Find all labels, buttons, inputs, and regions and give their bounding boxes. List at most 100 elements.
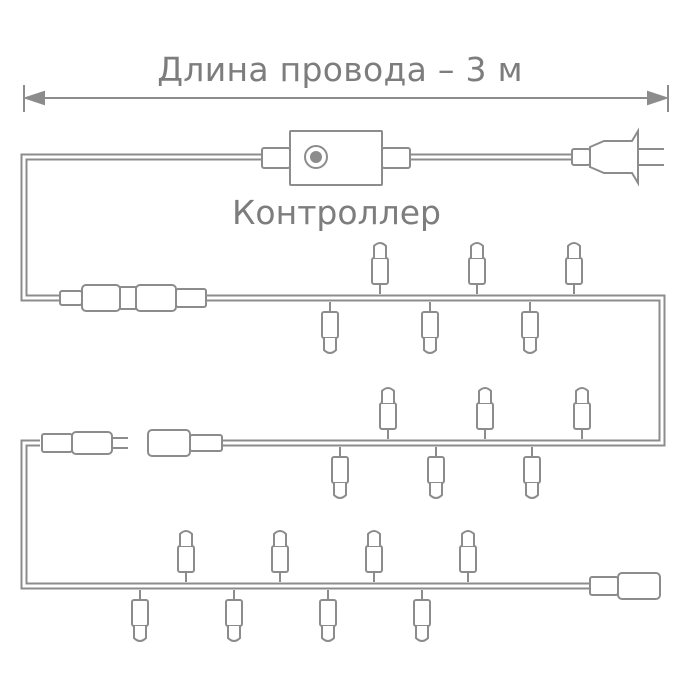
bulb-row1-down-2 bbox=[421, 302, 439, 354]
bulb-row1-down-3-socket bbox=[521, 311, 539, 339]
bulb-row2-up-3-socket bbox=[573, 402, 591, 430]
connector-row1-tail bbox=[59, 290, 83, 306]
controller-button-core bbox=[310, 151, 322, 163]
wire-controller-to-row1 bbox=[20, 153, 262, 302]
bulb-row2-up-1-lens bbox=[381, 387, 395, 403]
bulb-row2-up-1-socket bbox=[379, 402, 397, 430]
wire-controller-to-row1-inner bbox=[22, 155, 262, 300]
controller-label: Контроллер bbox=[232, 193, 441, 232]
connector-row1-female bbox=[135, 284, 177, 312]
bulb-row2-down-3-socket bbox=[523, 456, 541, 484]
bulb-row3-down-4-lens bbox=[415, 626, 429, 642]
bulb-row2-down-1 bbox=[331, 447, 349, 499]
bulb-row1-down-1 bbox=[321, 302, 339, 354]
bulb-row2-down-2-socket bbox=[427, 456, 445, 484]
bulb-row3-down-1-lens bbox=[133, 626, 147, 642]
bulb-row2-up-1 bbox=[379, 387, 397, 439]
bulb-row2-down-3 bbox=[523, 447, 541, 499]
wire-row2-to-row3 bbox=[20, 439, 590, 590]
bulb-row3-up-3-lens bbox=[367, 530, 381, 546]
bulb-row3-down-3-lens bbox=[321, 626, 335, 642]
bulb-row2-down-1-lens bbox=[333, 483, 347, 499]
bulb-row1-up-2-lens bbox=[470, 242, 484, 258]
bulb-row3-up-4-socket bbox=[459, 545, 477, 573]
bulb-row2-up-3 bbox=[573, 387, 591, 439]
bulb-row1-down-1-socket bbox=[321, 311, 339, 339]
bulb-row3-up-1 bbox=[177, 530, 195, 582]
bulb-row3-down-2 bbox=[225, 590, 243, 642]
bulb-row2-up-2-socket bbox=[476, 402, 494, 430]
dimension-arrow-right bbox=[647, 90, 670, 106]
bulb-row1-down-2-socket bbox=[421, 311, 439, 339]
bulb-row1-up-3 bbox=[565, 242, 583, 294]
bulb-row3-down-2-lens bbox=[227, 626, 241, 642]
bulb-row3-up-3 bbox=[365, 530, 383, 582]
bulb-row1-down-3 bbox=[521, 302, 539, 354]
connector-row2-plug-body bbox=[71, 431, 113, 455]
bulb-row1-up-1-lens bbox=[373, 242, 387, 258]
connector-row1-joint bbox=[119, 286, 137, 310]
bulb-row3-down-4-socket bbox=[413, 599, 431, 627]
wire-length-label: Длина провода – 3 м bbox=[157, 50, 523, 89]
controller-box bbox=[261, 130, 411, 186]
connector-row1 bbox=[59, 284, 207, 312]
bulb-row1-up-2-socket bbox=[468, 257, 486, 285]
connectors bbox=[41, 284, 661, 600]
bulb-row3-up-3-socket bbox=[365, 545, 383, 573]
connector-row2-socket-body bbox=[147, 429, 191, 457]
bulb-row3-down-3-socket bbox=[319, 599, 337, 627]
bulb-row3-up-4 bbox=[459, 530, 477, 582]
bulb-row3-down-4 bbox=[413, 590, 431, 642]
bulb-row1-up-1 bbox=[371, 242, 389, 294]
bulb-row1-down-2-lens bbox=[423, 338, 437, 354]
bulb-row3-up-2-socket bbox=[271, 545, 289, 573]
plug-cable-strain bbox=[571, 148, 591, 166]
wire-row2-to-row3-outer bbox=[20, 439, 590, 590]
connector-row3-end-socket bbox=[589, 572, 661, 600]
bulb-row1-up-3-socket bbox=[565, 257, 583, 285]
connector-row3-socket-tail bbox=[589, 576, 619, 596]
dimension-arrow-left bbox=[22, 90, 45, 106]
bulb-row1-down-3-lens bbox=[523, 338, 537, 354]
bulb-row3-up-2-lens bbox=[273, 530, 287, 546]
bulb-row2-up-2 bbox=[476, 387, 494, 439]
power-plug bbox=[571, 127, 664, 187]
bulb-row2-down-1-socket bbox=[331, 456, 349, 484]
bulb-row3-down-3 bbox=[319, 590, 337, 642]
bulb-row3-down-1 bbox=[131, 590, 149, 642]
wire-row1-to-row2-inner bbox=[205, 296, 664, 445]
controller-right-cable-gland bbox=[381, 147, 411, 169]
wire-row1-to-row2 bbox=[205, 294, 666, 447]
bulb-row1-down-1-lens bbox=[323, 338, 337, 354]
bulb-row1-up-2 bbox=[468, 242, 486, 294]
bulb-row3-up-2 bbox=[271, 530, 289, 582]
bulbs bbox=[131, 242, 591, 642]
connector-row2-plug-sleeve bbox=[41, 433, 73, 453]
connector-row3-socket-body bbox=[617, 572, 661, 600]
bulb-row3-down-1-socket bbox=[131, 599, 149, 627]
bulb-row2-up-3-lens bbox=[575, 387, 589, 403]
connector-row2-start-socket bbox=[147, 429, 223, 457]
bulb-row3-up-1-socket bbox=[177, 545, 195, 573]
bulb-row3-up-1-lens bbox=[179, 530, 193, 546]
wire-row2-to-row3-inner bbox=[22, 441, 590, 588]
bulb-row2-down-2-lens bbox=[429, 483, 443, 499]
bulb-row1-up-3-lens bbox=[567, 242, 581, 258]
bulb-row2-down-3-lens bbox=[525, 483, 539, 499]
connector-row2-end-plug bbox=[41, 431, 128, 455]
bulb-row2-up-2-lens bbox=[478, 387, 492, 403]
controller-body bbox=[289, 130, 383, 186]
connector-row1-male bbox=[81, 284, 121, 312]
bulb-row2-down-2 bbox=[427, 447, 445, 499]
bulb-row3-up-4-lens bbox=[461, 530, 475, 546]
bulb-row3-down-2-socket bbox=[225, 599, 243, 627]
plug-body bbox=[589, 127, 639, 187]
length-dimension bbox=[22, 85, 670, 112]
wire-controller-to-row1-outer bbox=[20, 153, 262, 302]
connector-row1-sleeve bbox=[175, 288, 207, 308]
controller-left-cable-gland bbox=[261, 147, 291, 169]
wires bbox=[20, 153, 666, 590]
bulb-row1-up-1-socket bbox=[371, 257, 389, 285]
connector-row2-socket-tail bbox=[189, 434, 223, 452]
